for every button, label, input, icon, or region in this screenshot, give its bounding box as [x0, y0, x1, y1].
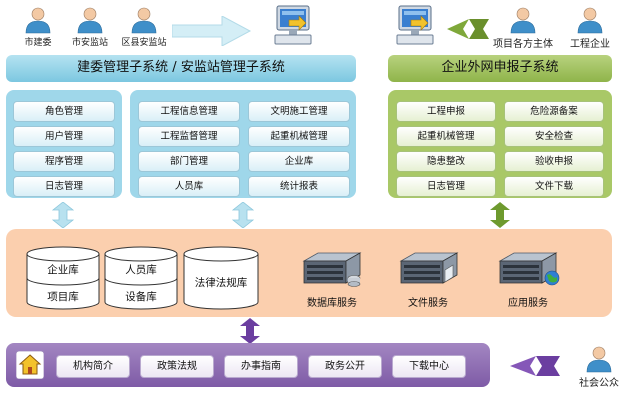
database-server-icon — [302, 252, 362, 287]
home-icon[interactable] — [16, 351, 44, 379]
db-project-label: 项目库 — [47, 291, 79, 303]
public-access-arrow-icon — [510, 356, 560, 376]
application-service-label: 应用服务 — [508, 298, 548, 309]
db-laws-label: 法律法规库 — [194, 277, 248, 289]
nav-service-guide[interactable]: 办事指南 — [224, 355, 298, 378]
btn-crane-management[interactable]: 起重机械管理 — [248, 126, 350, 147]
btn-enterprise-db[interactable]: 企业库 — [248, 151, 350, 172]
btn-file-download[interactable]: 文件下载 — [504, 176, 604, 197]
db-enterprise-label: 企业库 — [47, 264, 79, 276]
database-icon — [183, 246, 259, 310]
nav-government-affairs[interactable]: 政务公开 — [308, 355, 382, 378]
submit-arrow-icon — [447, 19, 489, 39]
user-label: 工程企业 — [570, 39, 610, 50]
person-icon — [77, 7, 103, 34]
btn-acceptance-application[interactable]: 验收申报 — [504, 151, 604, 172]
person-icon — [586, 346, 612, 373]
person-icon — [577, 7, 603, 34]
person-icon — [25, 7, 51, 34]
btn-department[interactable]: 部门管理 — [138, 151, 240, 172]
btn-personnel-db[interactable]: 人员库 — [138, 176, 240, 197]
db-personnel-label: 人员库 — [125, 264, 157, 276]
nav-download-center[interactable]: 下载中心 — [392, 355, 466, 378]
two-way-arrow-icon — [232, 202, 254, 228]
two-way-arrow-icon — [52, 202, 74, 228]
btn-program-management[interactable]: 程序管理 — [13, 151, 115, 172]
computer-icon — [396, 5, 434, 45]
nav-policies[interactable]: 政策法规 — [140, 355, 214, 378]
user-label: 区县安监站 — [121, 38, 167, 48]
btn-crane-management-ext[interactable]: 起重机械管理 — [396, 126, 496, 147]
user-label: 项目各方主体 — [493, 39, 553, 50]
user-city-construction: 市建委 — [12, 6, 64, 48]
computer-icon — [274, 5, 312, 45]
user-engineering-company: 工程企业 — [562, 6, 618, 50]
user-project-parties: 项目各方主体 — [492, 6, 554, 50]
two-way-arrow-icon — [240, 318, 260, 344]
file-service-label: 文件服务 — [408, 298, 448, 309]
application-server-icon — [498, 252, 560, 286]
access-arrow-icon — [172, 16, 252, 46]
user-city-safety-station: 市安监站 — [64, 6, 116, 48]
btn-statistics-report[interactable]: 统计报表 — [248, 176, 350, 197]
file-server-icon — [399, 252, 459, 284]
btn-project-supervision[interactable]: 工程监督管理 — [138, 126, 240, 147]
database-icon — [104, 246, 178, 310]
btn-safety-inspection[interactable]: 安全检查 — [504, 126, 604, 147]
person-icon — [510, 7, 536, 34]
user-district-safety-station: 区县安监站 — [118, 6, 170, 48]
btn-log-management[interactable]: 日志管理 — [13, 176, 115, 197]
btn-hazard-source-filing[interactable]: 危险源备案 — [504, 101, 604, 122]
database-service-label: 数据库服务 — [307, 298, 357, 309]
btn-log-management-ext[interactable]: 日志管理 — [396, 176, 496, 197]
user-label: 市安监站 — [71, 38, 108, 48]
btn-project-info[interactable]: 工程信息管理 — [138, 101, 240, 122]
right-system-title: 企业外网申报子系统 — [388, 55, 612, 82]
btn-project-application[interactable]: 工程申报 — [396, 101, 496, 122]
database-icon — [26, 246, 100, 310]
user-label: 社会公众 — [579, 378, 619, 389]
user-public: 社会公众 — [570, 345, 628, 389]
btn-role-management[interactable]: 角色管理 — [13, 101, 115, 122]
left-system-title: 建委管理子系统 / 安监站管理子系统 — [6, 55, 356, 82]
nav-org-intro[interactable]: 机构简介 — [56, 355, 130, 378]
btn-user-management[interactable]: 用户管理 — [13, 126, 115, 147]
user-label: 市建委 — [24, 38, 52, 48]
two-way-arrow-icon — [490, 202, 510, 228]
db-equipment-label: 设备库 — [125, 291, 157, 303]
btn-hazard-rectification[interactable]: 隐患整改 — [396, 151, 496, 172]
person-icon — [131, 7, 157, 34]
btn-civilized-construction[interactable]: 文明施工管理 — [248, 101, 350, 122]
